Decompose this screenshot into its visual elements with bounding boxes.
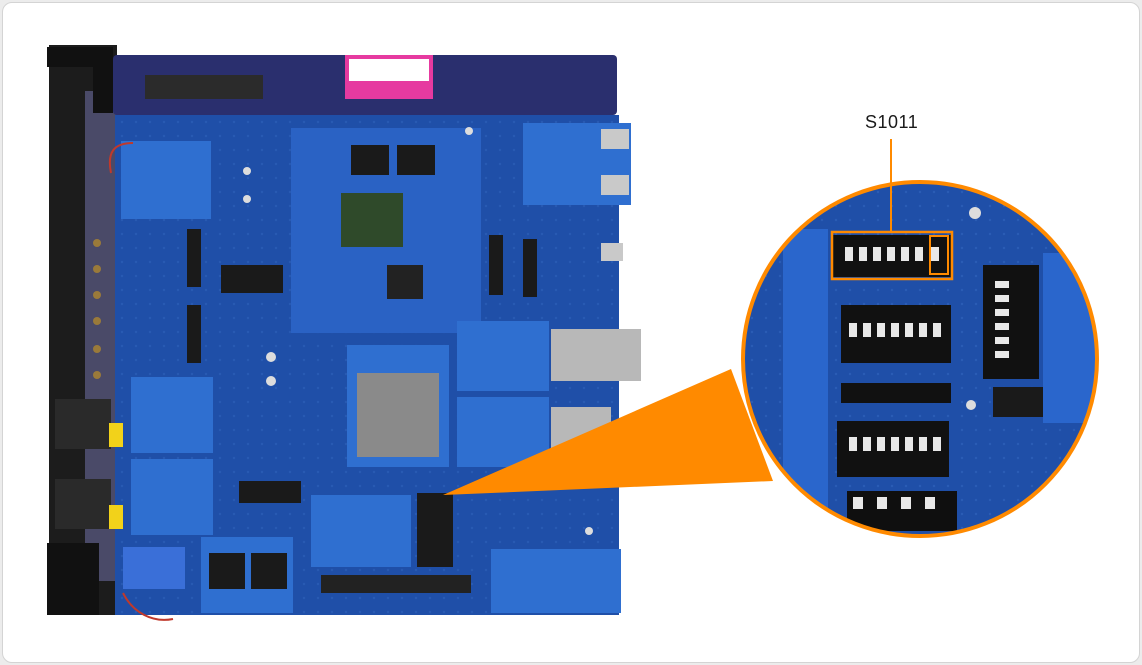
s1011-switch-highlight xyxy=(929,235,949,275)
rj45-jack-1 xyxy=(551,329,641,381)
memory-chip-1 xyxy=(351,145,389,175)
callout-wedge xyxy=(443,369,773,495)
pin-header xyxy=(321,575,471,593)
module-top-left xyxy=(121,141,211,219)
camera-lens-1 xyxy=(55,399,111,449)
memory-chip-2 xyxy=(397,145,435,175)
display-module xyxy=(491,549,621,613)
callout-label: S1011 xyxy=(865,112,919,132)
dip-switch-bank xyxy=(417,493,453,567)
usb-port-2 xyxy=(601,175,629,195)
zoom-circle-border xyxy=(741,180,1099,538)
usb-port-3 xyxy=(601,243,623,261)
corner-bracket-bottom xyxy=(47,543,99,615)
side-connectors xyxy=(93,239,101,379)
ethernet-module-1 xyxy=(457,321,549,391)
sensor-header-board xyxy=(123,547,185,589)
m2-slot-2 xyxy=(221,265,283,293)
processor-heat-spreader xyxy=(357,373,439,457)
camera-lens-2 xyxy=(55,479,111,529)
mounting-holes xyxy=(243,127,593,535)
zoom-inset xyxy=(743,182,1097,536)
som-chip xyxy=(341,193,403,247)
property-sticker-label xyxy=(349,59,429,81)
board-illustration xyxy=(47,45,1099,621)
camera-module-2 xyxy=(131,459,213,535)
sensor-module xyxy=(311,495,411,567)
pmic-chip xyxy=(387,265,423,299)
camera-module-1 xyxy=(131,377,213,453)
corner-bracket-top xyxy=(47,47,113,113)
m2-slot xyxy=(239,481,301,503)
antenna-module xyxy=(145,75,263,99)
usb-port-1 xyxy=(601,129,629,149)
